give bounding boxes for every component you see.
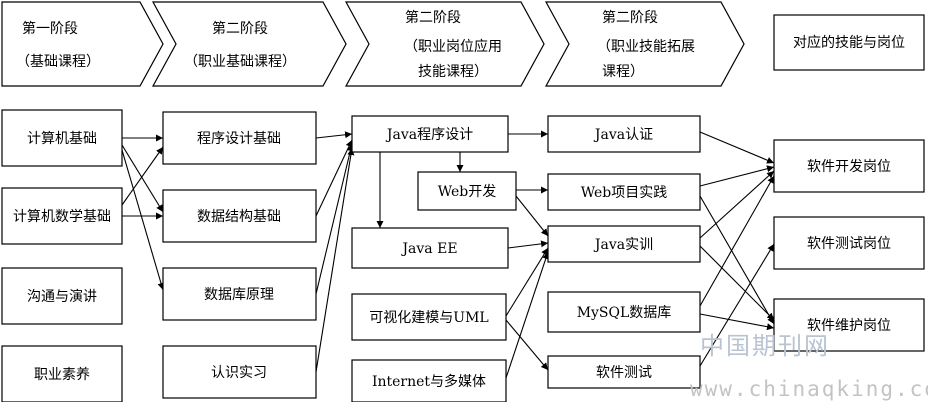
target-header-label: 对应的技能与岗位 [793, 34, 905, 51]
edge-programming-to-java [315, 131, 353, 139]
node-java-programming: Java程序设计 [351, 115, 509, 153]
node-communication: 沟通与演讲 [1, 267, 123, 325]
column-skill-extension: Java认证 Web项目实践 Java实训 MySQL数据库 软件测试 [547, 115, 701, 389]
phase-4-subtitle-2: 课程） [602, 64, 644, 80]
node-computer-basics: 计算机基础 [1, 109, 123, 167]
node-computer-math: 计算机数学基础 [1, 187, 123, 245]
node-uml-modeling: 可视化建模与UML [351, 293, 507, 341]
edge-java-training-to-dev [699, 170, 775, 239]
node-job-test-label: 软件测试岗位 [807, 236, 891, 252]
node-software-testing: 软件测试 [547, 355, 701, 389]
node-computer-math-label: 计算机数学基础 [13, 208, 111, 225]
phase-4-title: 第二阶段 [602, 9, 658, 26]
watermark: 中国期刊网 www.chinaqking.com [690, 332, 928, 401]
node-java-ee-label: Java EE [400, 241, 457, 257]
edge-math-to-programming [121, 146, 164, 206]
node-programming-basics: 程序设计基础 [162, 111, 317, 165]
watermark-url: www.chinaqking.com [690, 377, 928, 401]
node-data-structures: 数据结构基础 [162, 189, 317, 243]
node-internship: 认识实习 [162, 345, 317, 399]
node-web-dev-label: Web开发 [438, 184, 497, 200]
node-communication-label: 沟通与演讲 [27, 289, 97, 305]
edge-mysql-to-dev [699, 175, 775, 307]
node-web-project: Web项目实践 [547, 173, 701, 211]
edge-web-project-to-dev [699, 165, 775, 187]
node-database-principles-label: 数据库原理 [204, 287, 274, 303]
edge-internet-to-java-training [505, 251, 550, 379]
edge-testing-to-test [699, 243, 775, 367]
node-professionalism: 职业素养 [1, 345, 123, 402]
connectors [121, 130, 775, 379]
column-applied-skills: Java程序设计 Web开发 Java EE 可视化建模与UML Interne… [351, 115, 517, 402]
edge-java-ee-to-java-training [507, 240, 549, 249]
node-java-cert-label: Java认证 [593, 127, 653, 143]
node-uml-modeling-label: 可视化建模与UML [369, 310, 488, 326]
node-job-maint: 软件维护岗位 [773, 298, 925, 352]
edge-data-structures-to-java [315, 139, 353, 217]
node-professionalism-label: 职业素养 [34, 367, 90, 383]
node-java-cert: Java认证 [547, 115, 701, 153]
phase-4-chevron: 第二阶段 （职业技能拓展 课程） [544, 1, 745, 87]
phase-header: 第一阶段 （基础课程） 第二阶段 （职业基础课程） 第二阶段 （职业岗位应用 技… [1, 1, 925, 87]
phase-2-chevron: 第二阶段 （职业基础课程） [151, 1, 347, 87]
node-computer-basics-label: 计算机基础 [27, 130, 97, 147]
node-java-ee: Java EE [351, 227, 509, 269]
node-java-training: Java实训 [547, 225, 701, 263]
edge-internship-to-java [315, 147, 355, 373]
phase-4-subtitle: （职业技能拓展 [597, 39, 695, 55]
phase-3-chevron: 第二阶段 （职业岗位应用 技能课程） [344, 1, 545, 87]
edge-computer-basics-to-data-structures [121, 144, 164, 213]
edge-uml-to-software-testing [505, 319, 549, 371]
node-web-project-label: Web项目实践 [581, 185, 668, 201]
phase-1-subtitle: （基础课程） [16, 53, 100, 70]
node-data-structures-label: 数据结构基础 [197, 208, 281, 225]
phase-3-title: 第二阶段 [405, 9, 461, 26]
edge-mysql-to-maint [699, 313, 775, 331]
node-database-principles: 数据库原理 [162, 267, 317, 321]
edge-computer-basics-to-database [121, 149, 165, 291]
node-job-dev: 软件开发岗位 [773, 139, 925, 193]
column-jobs: 软件开发岗位 软件测试岗位 软件维护岗位 [773, 139, 925, 352]
target-header-box: 对应的技能与岗位 [773, 14, 925, 71]
node-internship-label: 认识实习 [211, 365, 267, 381]
node-software-testing-label: 软件测试 [596, 365, 652, 381]
phase-1-title: 第一阶段 [22, 20, 78, 37]
node-job-maint-label: 软件维护岗位 [807, 318, 891, 334]
edge-web-dev-to-java-training [515, 195, 549, 237]
phase-2-title: 第二阶段 [212, 20, 268, 37]
edge-uml-to-java-training [505, 247, 549, 317]
node-web-dev: Web开发 [417, 171, 517, 211]
edge-web-project-to-maint [699, 195, 775, 325]
phase-3-subtitle: （职业岗位应用 [404, 38, 502, 55]
edge-database-to-java [315, 143, 354, 295]
edge-java-training-to-maint [699, 245, 775, 321]
phase-3-subtitle-2: 技能课程） [418, 64, 488, 80]
node-java-programming-label: Java程序设计 [385, 127, 473, 143]
watermark-cn: 中国期刊网 [700, 332, 830, 360]
node-java-training-label: Java实训 [593, 237, 653, 253]
phase-1-chevron: 第一阶段 （基础课程） [1, 1, 164, 87]
phase-2-subtitle: （职业基础课程） [184, 53, 296, 70]
column-foundation-courses: 计算机基础 计算机数学基础 沟通与演讲 职业素养 [1, 109, 123, 402]
column-professional-foundation: 程序设计基础 数据结构基础 数据库原理 认识实习 [162, 111, 317, 399]
node-mysql-db-label: MySQL数据库 [577, 305, 672, 321]
node-mysql-db: MySQL数据库 [547, 291, 701, 333]
edge-java-cert-to-dev [699, 131, 775, 164]
node-job-dev-label: 软件开发岗位 [807, 159, 891, 175]
node-internet-multimedia: Internet与多媒体 [351, 359, 507, 402]
node-programming-basics-label: 程序设计基础 [197, 130, 281, 147]
node-job-test: 软件测试岗位 [773, 216, 925, 270]
node-internet-multimedia-label: Internet与多媒体 [372, 373, 486, 390]
